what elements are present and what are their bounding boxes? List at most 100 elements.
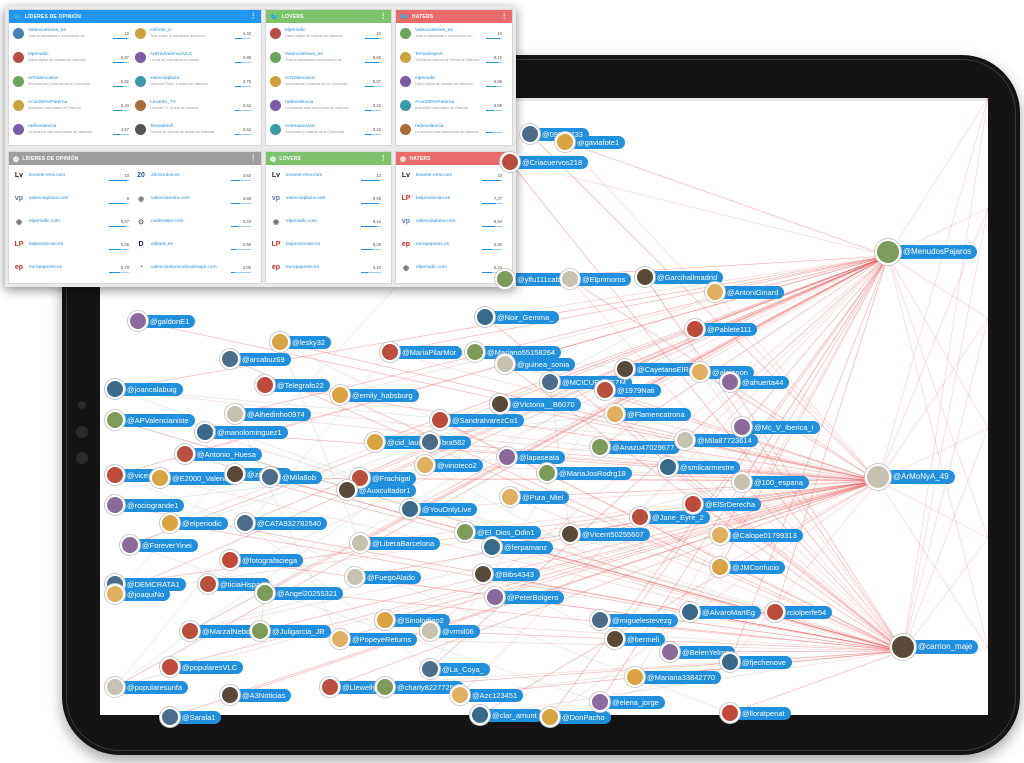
graph-node[interactable]: @ticiaHispan (198, 574, 271, 594)
graph-node[interactable]: @JMConfucio (710, 557, 786, 577)
graph-node[interactable]: @fotografaciega (220, 550, 304, 570)
graph-node[interactable]: @SandraIvarezCo1 (430, 410, 524, 430)
graph-node[interactable]: @CayetanoElRey (615, 359, 703, 379)
user-name[interactable]: ValenciaNews_es (415, 28, 453, 33)
graph-hub-node[interactable]: @MenudosPajaros (875, 239, 978, 265)
graph-node[interactable]: @Mila8ob (260, 467, 322, 487)
media-name[interactable]: elperiodic.com (29, 219, 60, 224)
media-name[interactable]: valenciaextra.com (151, 196, 190, 201)
graph-node[interactable]: @rociogrande1 (105, 495, 185, 515)
graph-node[interactable]: @FuegoAlado (345, 567, 422, 587)
user-name[interactable]: Levante_TV (150, 100, 176, 105)
media-name[interactable]: eldiario.es (151, 242, 173, 247)
graph-node[interactable]: @Sarala1 (160, 707, 222, 727)
graph-hub-node[interactable]: @ArMoNyA_49 (865, 464, 955, 490)
graph-node[interactable]: @ylfu111cab (495, 269, 566, 289)
graph-node[interactable]: @Bibs4343 (473, 564, 540, 584)
panel-menu-icon[interactable]: ⋮ (249, 155, 257, 162)
graph-node[interactable]: @PopeyeReturns (330, 629, 418, 649)
graph-node[interactable]: @Calope01799313 (710, 525, 803, 545)
graph-node[interactable]: @BelenYelmo (660, 642, 736, 662)
media-name[interactable]: valenciaplaza.com (286, 196, 326, 201)
media-name[interactable]: lasprovincias.es (29, 242, 64, 247)
media-name[interactable]: levante-emv.com (416, 173, 453, 178)
media-name[interactable]: cadenaser.com (151, 219, 184, 224)
graph-node[interactable]: @APValencianiste (105, 410, 195, 430)
panel-menu-icon[interactable]: ⋮ (379, 155, 387, 162)
graph-node[interactable]: @ferpamanz (482, 537, 554, 557)
graph-node[interactable]: @Sinolodigo2 (375, 610, 450, 630)
graph-node[interactable]: @YouOnlyLive (400, 499, 478, 519)
user-name[interactable]: ValenciaNews_es (285, 52, 323, 57)
graph-node[interactable]: @La_Coya_ (420, 659, 490, 679)
graph-node[interactable]: @Auxcultador1 (337, 480, 417, 500)
user-name[interactable]: Temadetoll (150, 124, 174, 129)
media-name[interactable]: europapress.es (286, 265, 320, 270)
graph-node[interactable]: @AntoniGinard (705, 282, 785, 302)
graph-node[interactable]: @galdonE1 (128, 311, 196, 331)
graph-node[interactable]: @cid_lauri (365, 432, 429, 452)
media-name[interactable]: elperiodic.com (416, 265, 447, 270)
graph-node[interactable]: @Victoria__B6070 (490, 394, 581, 414)
media-name[interactable]: levante-emv.com (286, 173, 323, 178)
graph-node[interactable]: @clar_amunt (470, 705, 543, 725)
graph-node[interactable]: @Alhedinho0974 (225, 404, 311, 424)
graph-node[interactable]: @bermeli (605, 629, 666, 649)
user-name[interactable]: Temadesport (415, 52, 443, 57)
graph-node[interactable]: rciolperfe54 (765, 602, 833, 622)
graph-node[interactable]: @lapaseata (497, 447, 566, 467)
user-name[interactable]: ArtValenciana (28, 76, 58, 81)
graph-node[interactable]: @Anazu47029677 (590, 437, 681, 457)
graph-node[interactable]: @elena_jorge (590, 692, 665, 712)
user-name[interactable]: mitrioto_it (150, 28, 171, 33)
media-name[interactable]: 20minutos.es (151, 173, 180, 178)
graph-node[interactable]: @Pura_Miel (500, 487, 570, 507)
graph-node[interactable]: @AlvaroMartEg (680, 602, 762, 622)
panel-menu-icon[interactable]: ⋮ (379, 13, 387, 20)
graph-node[interactable]: @Noir_Gemma_ (475, 307, 560, 327)
graph-node[interactable]: @A3Noticias (220, 685, 292, 705)
user-name[interactable]: AcordsPerPaterna (28, 100, 68, 105)
graph-node[interactable]: @lesky32 (270, 332, 332, 352)
graph-node[interactable]: @Juligarcia_JR (250, 621, 331, 641)
graph-node[interactable]: @Llewelly (320, 677, 383, 697)
graph-node[interactable]: @Mariana33842770 (625, 667, 722, 687)
graph-node[interactable]: @PeterBolgero (485, 587, 565, 607)
graph-node[interactable]: @100_espana (732, 472, 809, 492)
graph-node[interactable]: @vinoteco2 (415, 455, 483, 475)
user-name[interactable]: elperiodic (28, 52, 49, 57)
graph-node[interactable]: @popularesVLC (160, 657, 244, 677)
graph-node[interactable]: @Elprimoros (560, 269, 632, 289)
media-name[interactable]: levante-emv.com (29, 173, 66, 178)
graph-node[interactable]: @Antonio_Huesa (175, 444, 262, 464)
graph-node[interactable]: @Garcihallmadrid (635, 267, 724, 287)
graph-node[interactable]: @lloratpenat (720, 703, 791, 723)
graph-node[interactable]: @Telegrafo22 (255, 375, 330, 395)
